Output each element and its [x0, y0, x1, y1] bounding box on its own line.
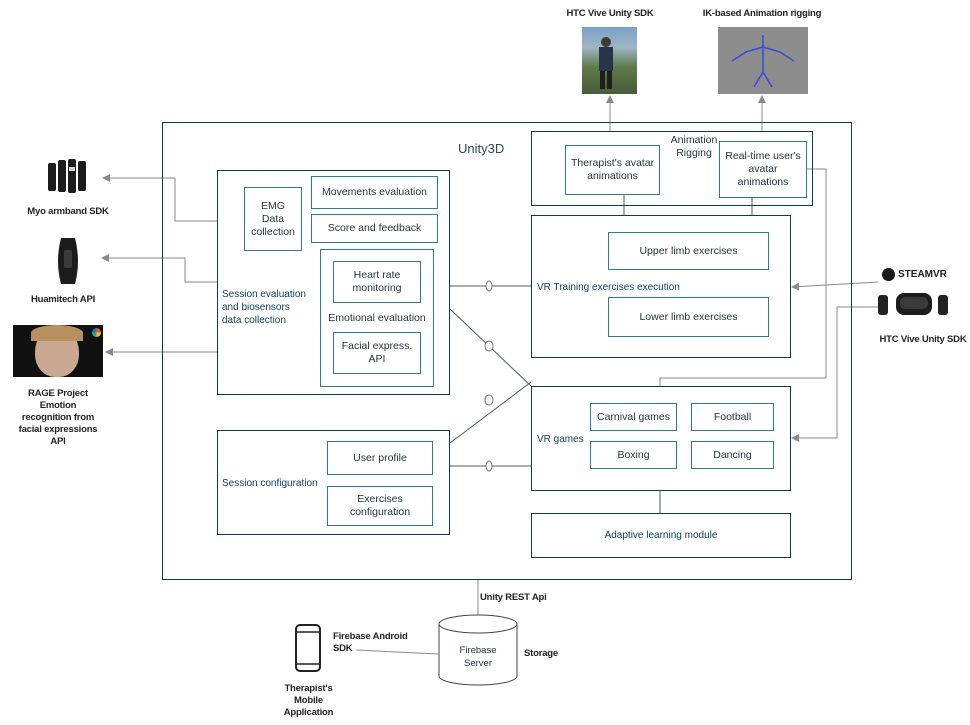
dancing: Dancing [691, 441, 774, 469]
huami-band-icon [53, 236, 83, 286]
rage-face-image [13, 325, 103, 377]
steamvr-logo: STEAMVR [882, 266, 962, 282]
mobile-phone-icon [295, 624, 321, 672]
boxing: Boxing [590, 441, 677, 469]
emg-data-collection: EMG Data collection [244, 187, 302, 251]
htc-vive-top-label: HTC Vive Unity SDK [566, 8, 654, 19]
movements-evaluation: Movements evaluation [311, 176, 438, 209]
steamvr-text: STEAMVR [898, 268, 947, 280]
upper-limb-exercises: Upper limb exercises [608, 232, 769, 270]
unity3d-container [162, 122, 852, 580]
session-configuration-label: Session configuration [222, 478, 318, 489]
htc-vive-headset-icon [876, 285, 956, 321]
football: Football [691, 403, 774, 431]
score-and-feedback: Score and feedback [311, 214, 438, 243]
vr-training-label: VR Training exercises execution [537, 282, 680, 293]
firebase-server-label: Firebase Server [459, 645, 497, 669]
rage-project-label: RAGE Project Emotion recognition from fa… [18, 388, 98, 447]
htc-vive-user-photo [582, 27, 637, 94]
unity3d-title: Unity3D [458, 141, 505, 156]
therapist-avatar-animations: Therapist's avatar animations [565, 145, 660, 195]
huami-api-label: Huamitech API [30, 294, 96, 305]
unity-rest-api-label: Unity REST Api [480, 592, 547, 603]
session-evaluation-label: Session evaluation and biosensors data c… [222, 289, 306, 326]
htc-vive-right-label: HTC Vive Unity SDK [879, 334, 967, 345]
ik-rigging-image [718, 27, 808, 94]
facial-expressions-api: Facial express. API [333, 332, 421, 374]
firebase-android-sdk-label: Firebase Android SDK [333, 631, 408, 654]
animation-rigging-label: Animation Rigging [670, 134, 718, 159]
therapist-mobile-app-label: Therapist's Mobile Application [283, 683, 334, 718]
ik-rigging-label: IK-based Animation rigging [702, 8, 822, 19]
exercises-configuration: Exercises configuration [327, 486, 433, 526]
carnival-games: Carnival games [590, 403, 677, 431]
myo-armband-icon [46, 157, 92, 197]
myo-armband-label: Myo armband SDK [27, 206, 109, 217]
heart-rate-monitoring: Heart rate monitoring [333, 261, 421, 303]
vr-games-label: VR games [537, 434, 584, 445]
emotional-evaluation-label: Emotional evaluation [328, 312, 426, 324]
animation-rigging-box [531, 131, 813, 206]
adaptive-learning-module: Adaptive learning module [531, 513, 791, 558]
storage-label: Storage [524, 648, 558, 659]
realtime-avatar-animations: Real-time user's avatar animations [719, 141, 807, 198]
firebase-server-cylinder [438, 614, 518, 686]
lower-limb-exercises: Lower limb exercises [608, 297, 769, 337]
user-profile: User profile [327, 441, 433, 475]
